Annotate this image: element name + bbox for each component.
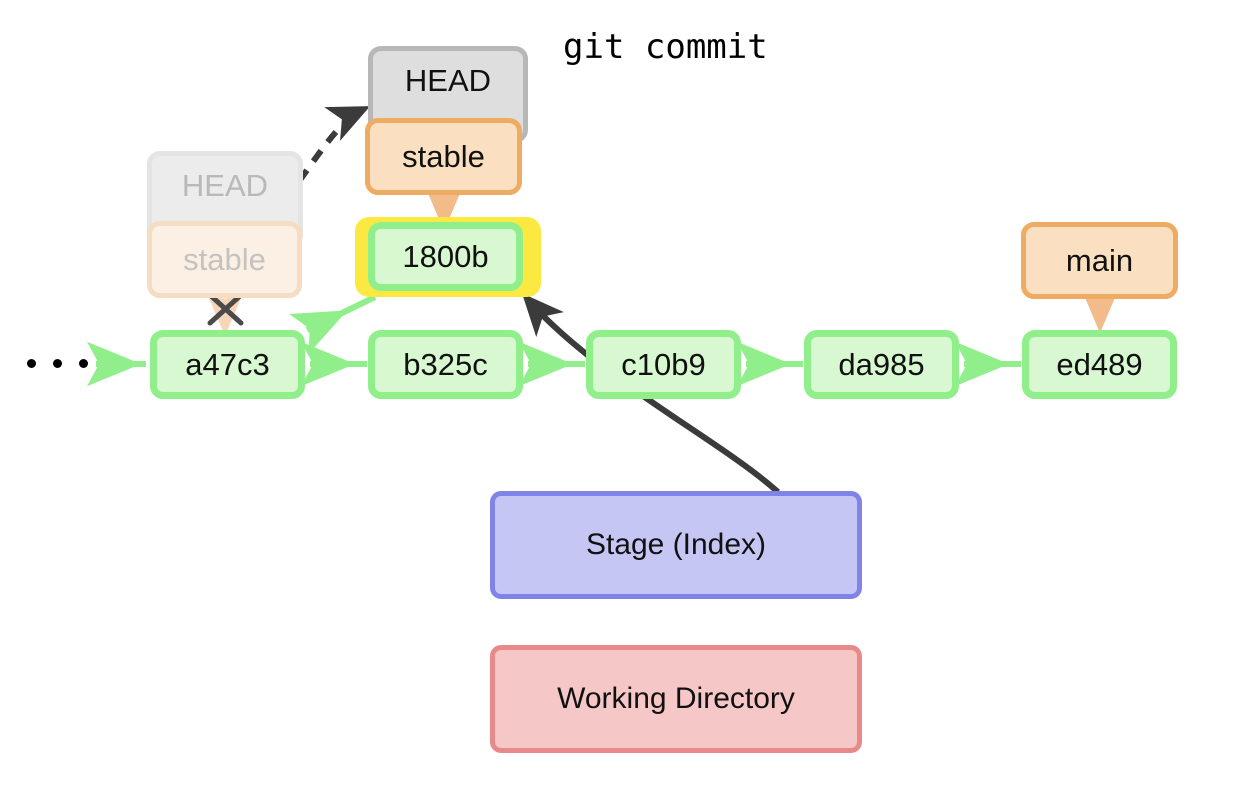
commit-node-1800b[interactable]: 1800b	[368, 222, 523, 291]
commit-node-ed489[interactable]: ed489	[1022, 330, 1177, 399]
working-directory-label: Working Directory	[557, 682, 795, 715]
commit-label-ed489: ed489	[1056, 347, 1143, 382]
commit-node-c10b9[interactable]: c10b9	[586, 330, 741, 399]
ellipsis-dot-3	[79, 359, 88, 368]
ghost-head-label: HEAD	[181, 168, 269, 203]
ellipsis-dot-2	[53, 359, 62, 368]
commit-label-da985: da985	[838, 347, 925, 382]
diagram-title: git commit	[563, 27, 768, 67]
ghost-stable-label: stable	[183, 242, 266, 277]
arrow-1800b-to-b325c	[289, 294, 377, 354]
head-label: HEAD	[404, 63, 492, 98]
commit-label-a47c3: a47c3	[185, 347, 270, 382]
main-ref-box[interactable]: main	[1021, 222, 1178, 299]
stable-ref-label: stable	[402, 139, 485, 174]
stage-index-label: Stage (Index)	[585, 528, 767, 561]
ghost-stable-box: stable	[147, 221, 302, 298]
commit-label-1800b: 1800b	[402, 239, 489, 274]
main-ref-label: main	[1065, 243, 1134, 278]
stage-index-box[interactable]: Stage (Index)	[490, 491, 862, 599]
ellipsis-dot-1	[27, 359, 36, 368]
working-directory-box[interactable]: Working Directory	[490, 645, 862, 753]
cancel-x-marker	[207, 292, 244, 326]
commit-node-b325c[interactable]: b325c	[368, 330, 523, 399]
history-ellipsis	[27, 359, 88, 368]
commit-node-a47c3[interactable]: a47c3	[150, 330, 305, 399]
commit-label-b325c: b325c	[403, 347, 488, 382]
commit-label-c10b9: c10b9	[621, 347, 706, 382]
stable-ref-box[interactable]: stable	[365, 118, 522, 195]
commit-node-da985[interactable]: da985	[804, 330, 959, 399]
